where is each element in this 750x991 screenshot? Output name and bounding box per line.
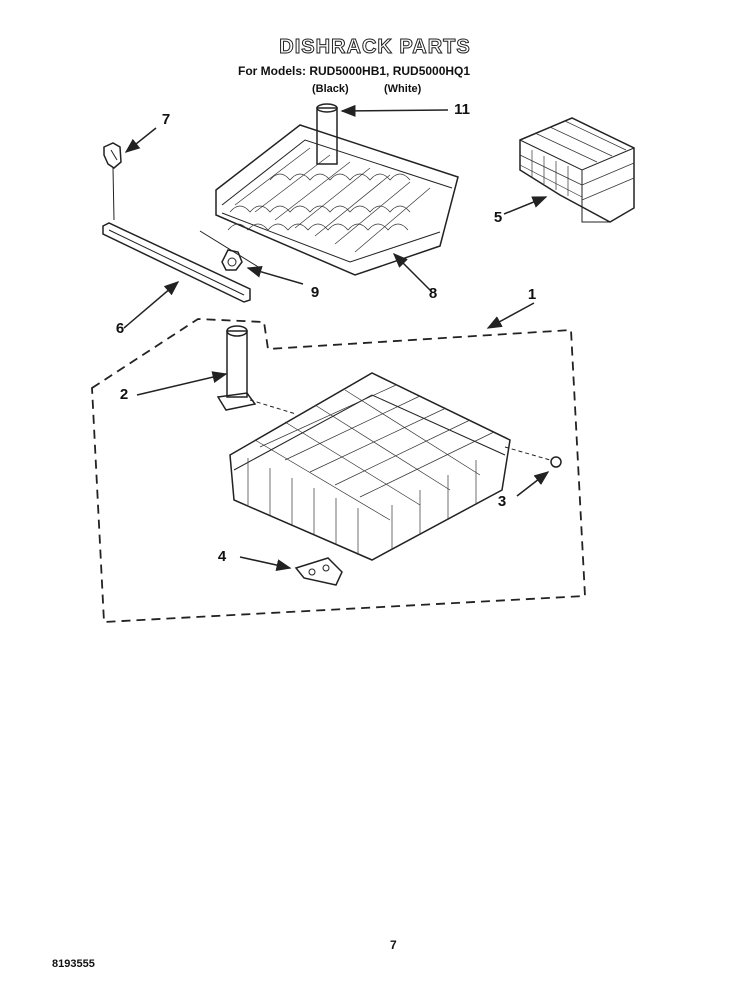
callout-11: 11 [454,101,470,118]
part-4-wheel-carrier [239,556,343,586]
part-9-stop [199,230,304,285]
part-3-wheel [504,446,562,497]
callout-5: 5 [493,209,503,226]
callout-4: 4 [217,548,227,565]
part-6-rail [102,222,251,329]
part-7-clip [103,127,157,221]
model-note-white: (White) [384,83,422,95]
document-number: 8193555 [52,958,95,970]
callout-1: 1 [527,286,537,303]
diagram-title: DISHRACK PARTS [279,36,471,59]
part-5-basket [503,117,635,223]
part-1-lower-rack [229,372,511,561]
model-note-black: (Black) [312,83,349,95]
callout-7: 7 [161,111,171,128]
part-2-post [136,325,297,415]
callout-9: 9 [310,284,320,301]
part-11-post [316,103,449,165]
callout-2: 2 [119,386,129,403]
part-1-assembly-outline [91,318,586,623]
callout-6: 6 [115,320,125,337]
callout-8: 8 [428,285,438,302]
callout-3: 3 [497,493,507,510]
models-line: For Models: RUD5000HB1, RUD5000HQ1 [238,64,471,78]
page-number: 7 [390,938,397,952]
